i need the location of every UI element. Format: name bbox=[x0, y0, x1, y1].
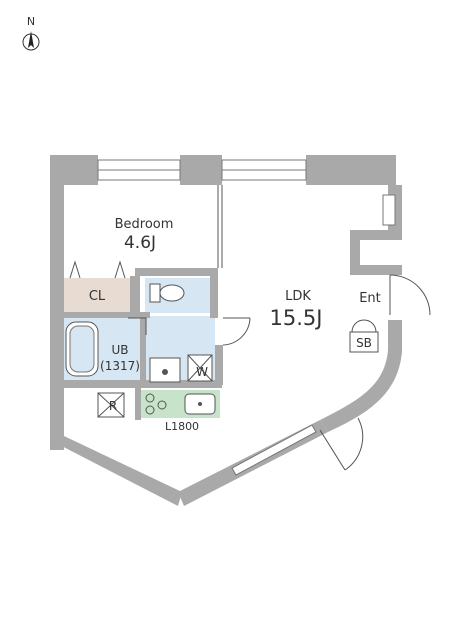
kitchen-length-label: L1800 bbox=[165, 420, 199, 433]
refrigerator-label: R bbox=[109, 399, 117, 413]
bath-name-label: UB bbox=[111, 343, 128, 357]
closet-fill bbox=[62, 278, 130, 313]
bedroom-size-label: 4.6J bbox=[124, 233, 156, 253]
bathtub-icon bbox=[65, 321, 99, 377]
kitchen-sink-icon bbox=[184, 393, 216, 415]
compass-north-label: N bbox=[27, 15, 35, 28]
entrance-door bbox=[389, 274, 431, 316]
closet-doors bbox=[69, 260, 126, 279]
shoebox-door bbox=[351, 319, 377, 333]
ldk-size-label: 15.5J bbox=[270, 306, 323, 330]
shoe-box-label: SB bbox=[356, 336, 372, 350]
bath-size-label: (1317) bbox=[100, 359, 140, 373]
washroom-door bbox=[222, 317, 251, 346]
entrance-label: Ent bbox=[359, 291, 381, 306]
sink-icon bbox=[149, 357, 181, 383]
compass-icon bbox=[22, 31, 40, 51]
partition-sliding bbox=[217, 185, 223, 268]
shoe-box bbox=[349, 331, 379, 353]
walls bbox=[50, 155, 402, 506]
toilet-icon bbox=[149, 283, 185, 303]
ldk-name-label: LDK bbox=[285, 289, 311, 304]
closet-label: CL bbox=[89, 289, 106, 304]
bath-door bbox=[128, 317, 147, 335]
bedroom-name-label: Bedroom bbox=[115, 217, 174, 232]
stove-icon bbox=[145, 393, 167, 415]
refrigerator-icon bbox=[97, 392, 125, 418]
compass: N bbox=[22, 15, 40, 51]
washer-icon bbox=[187, 354, 213, 382]
balcony-door bbox=[319, 417, 364, 471]
washer-label: W bbox=[196, 365, 208, 379]
